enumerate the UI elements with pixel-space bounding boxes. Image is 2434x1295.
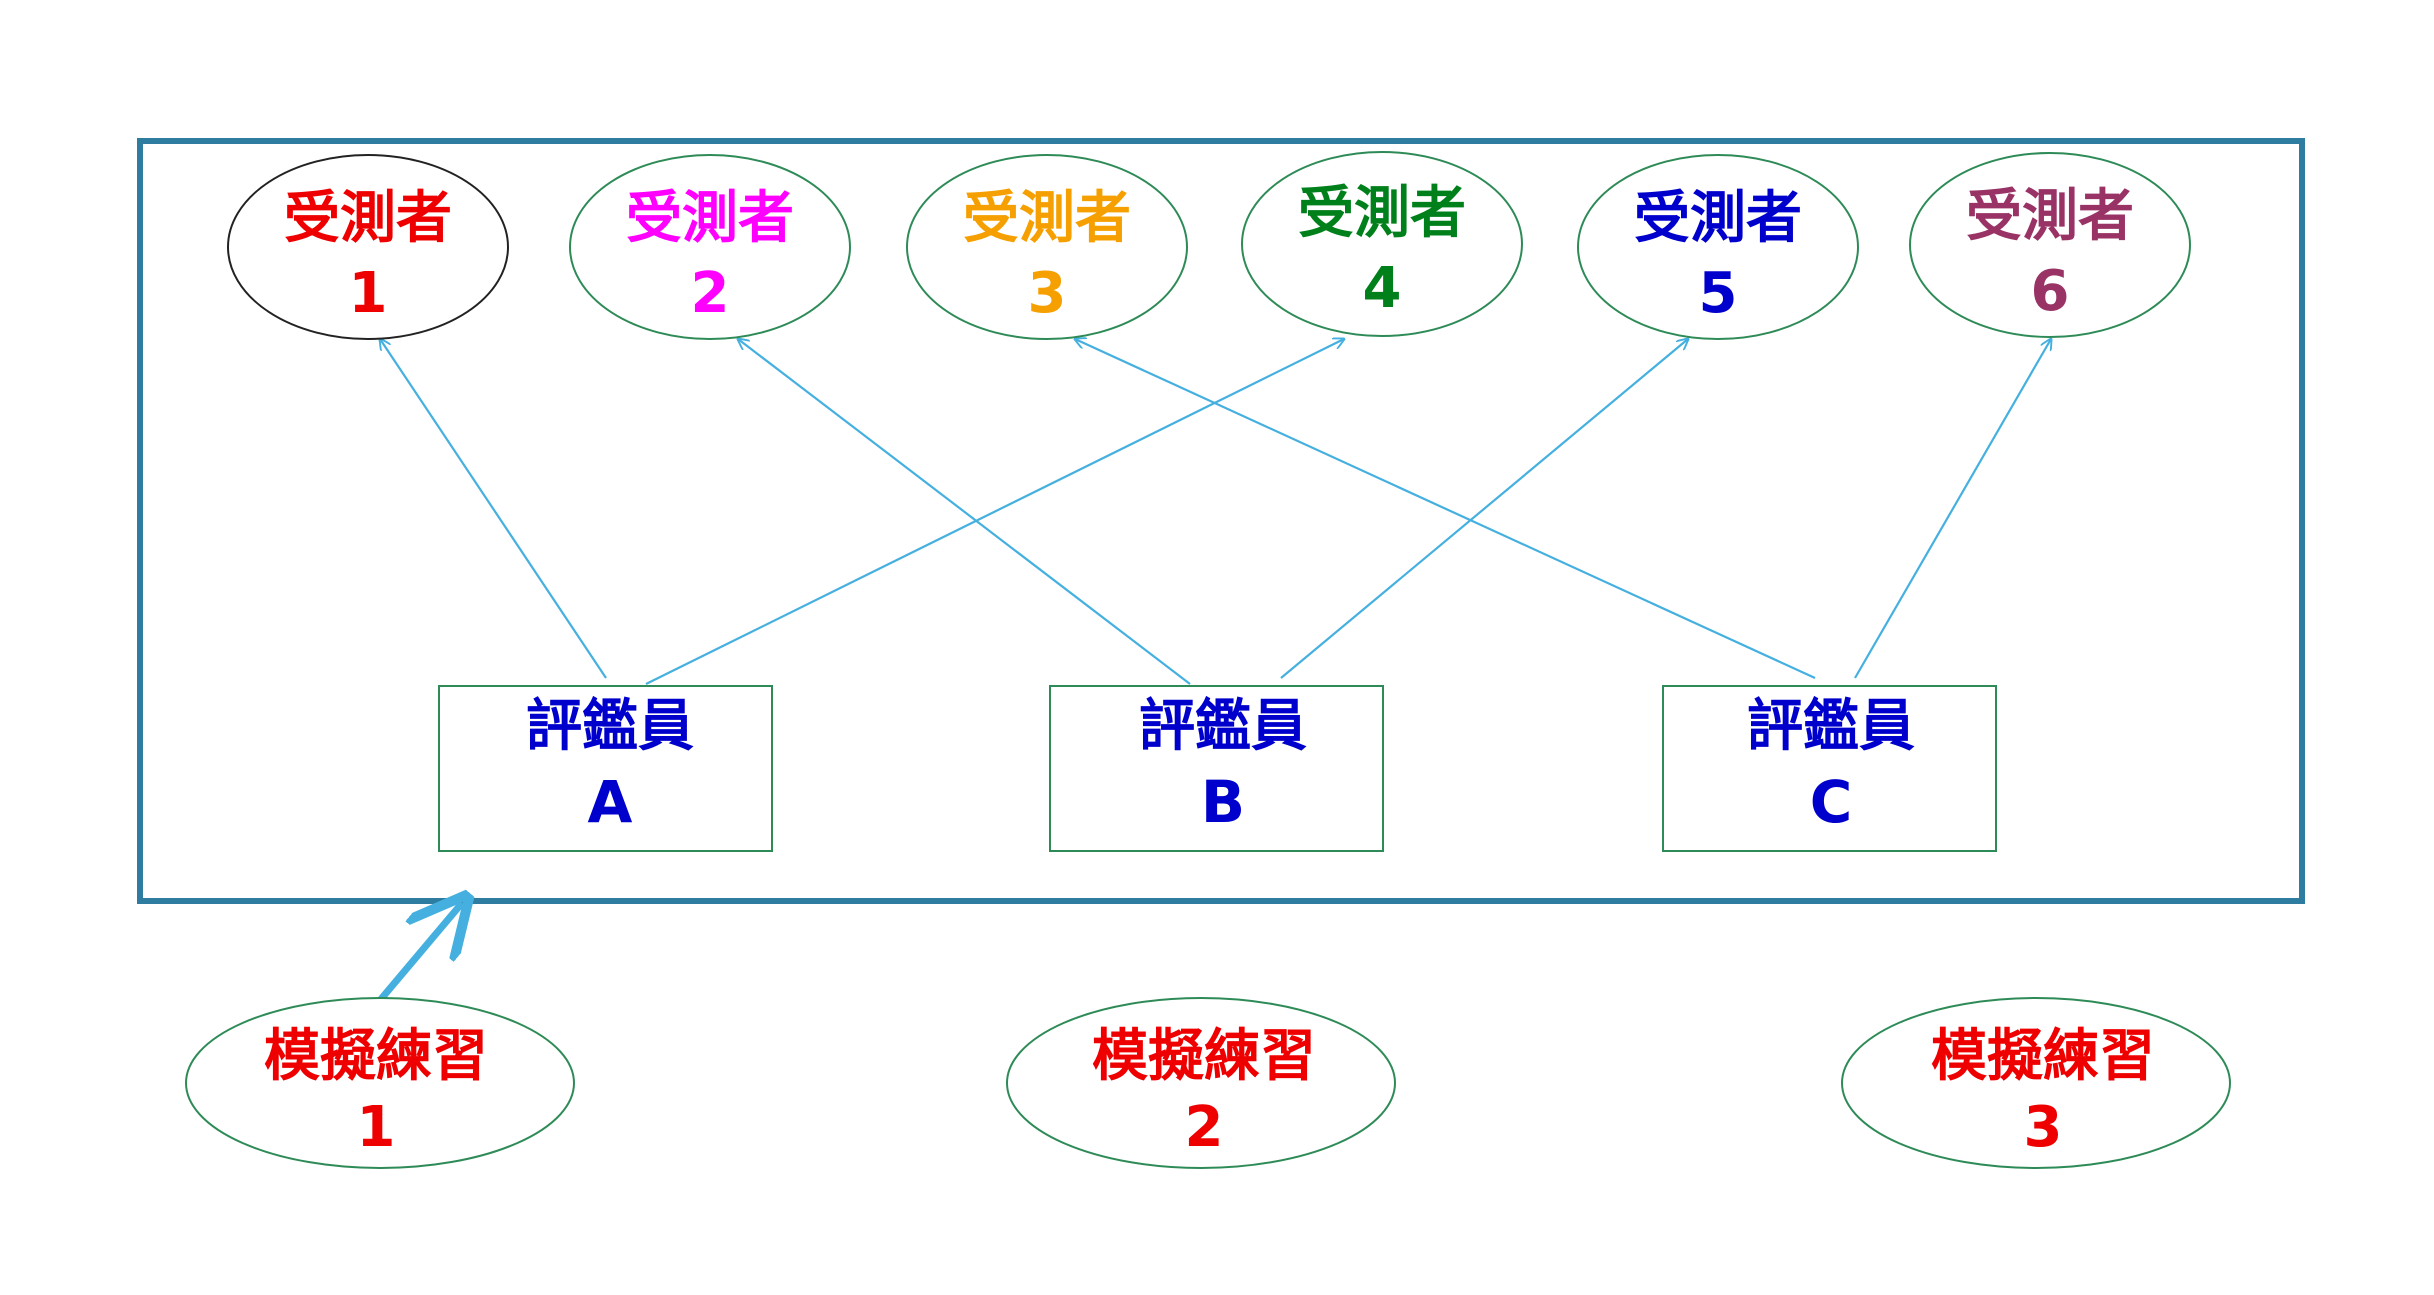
practice-3-number: 3 xyxy=(2024,1095,2063,1160)
connector-practice-1-to-frame xyxy=(373,903,462,1008)
evaluator-a-letter: A xyxy=(588,768,633,836)
candidate-3-label: 受測者 xyxy=(963,186,1131,251)
evaluator-c-box xyxy=(1662,685,1997,852)
practice-2: 模擬練習 2 xyxy=(1006,997,1396,1169)
practice-3-label: 模擬練習 xyxy=(1931,1024,2155,1089)
candidate-2-ellipse xyxy=(569,154,851,340)
connector-a-to-4 xyxy=(645,339,1344,685)
candidate-3: 受測者 3 xyxy=(906,154,1188,340)
evaluator-b: 評鑑員 B xyxy=(1049,685,1384,852)
evaluator-b-letter: B xyxy=(1201,768,1245,836)
candidate-5-label: 受測者 xyxy=(1634,186,1802,251)
practice-1: 模擬練習 1 xyxy=(185,997,575,1169)
practice-1-ellipse xyxy=(185,997,575,1169)
practice-2-number: 2 xyxy=(1185,1095,1224,1160)
candidate-2-label: 受測者 xyxy=(626,186,794,251)
candidate-2: 受測者 2 xyxy=(569,154,851,340)
evaluator-c: 評鑑員 C xyxy=(1662,685,1997,852)
candidate-5-ellipse xyxy=(1577,154,1859,340)
candidate-5-number: 5 xyxy=(1699,261,1738,326)
evaluator-c-letter: C xyxy=(1810,768,1853,836)
practice-3: 模擬練習 3 xyxy=(1841,997,2231,1169)
candidate-1: 受測者 1 xyxy=(227,154,509,340)
candidate-6-number: 6 xyxy=(2031,259,2070,324)
practice-1-number: 1 xyxy=(357,1095,396,1160)
candidate-6-ellipse xyxy=(1909,152,2191,338)
connector-c-to-6 xyxy=(1854,339,2051,679)
candidate-6: 受測者 6 xyxy=(1909,152,2191,338)
candidate-3-number: 3 xyxy=(1028,261,1067,326)
candidate-2-number: 2 xyxy=(691,261,730,326)
candidate-4: 受測者 4 xyxy=(1241,151,1523,337)
connector-a-to-1 xyxy=(380,339,607,679)
candidate-6-label: 受測者 xyxy=(1966,184,2134,249)
evaluator-b-box xyxy=(1049,685,1384,852)
candidate-4-number: 4 xyxy=(1363,256,1402,321)
practice-3-ellipse xyxy=(1841,997,2231,1169)
candidate-4-ellipse xyxy=(1241,151,1523,337)
practice-2-label: 模擬練習 xyxy=(1092,1024,1316,1089)
assessment-frame xyxy=(137,138,2305,904)
candidate-5: 受測者 5 xyxy=(1577,154,1859,340)
evaluator-a-label: 評鑑員 xyxy=(526,694,694,759)
evaluator-c-label: 評鑑員 xyxy=(1747,694,1915,759)
connector-b-to-5 xyxy=(1280,339,1688,679)
practice-2-ellipse xyxy=(1006,997,1396,1169)
candidate-1-number: 1 xyxy=(349,261,388,326)
connector-c-to-3 xyxy=(1075,339,1816,680)
connector-b-to-2 xyxy=(738,339,1191,685)
candidate-3-ellipse xyxy=(906,154,1188,340)
practice-1-label: 模擬練習 xyxy=(264,1024,488,1089)
candidate-1-ellipse xyxy=(227,154,509,340)
evaluator-b-label: 評鑑員 xyxy=(1139,694,1307,759)
evaluator-a: 評鑑員 A xyxy=(438,685,773,852)
connector-group xyxy=(373,339,2051,1008)
candidate-1-label: 受測者 xyxy=(284,186,452,251)
candidate-4-label: 受測者 xyxy=(1298,181,1466,246)
evaluator-a-box xyxy=(438,685,773,852)
